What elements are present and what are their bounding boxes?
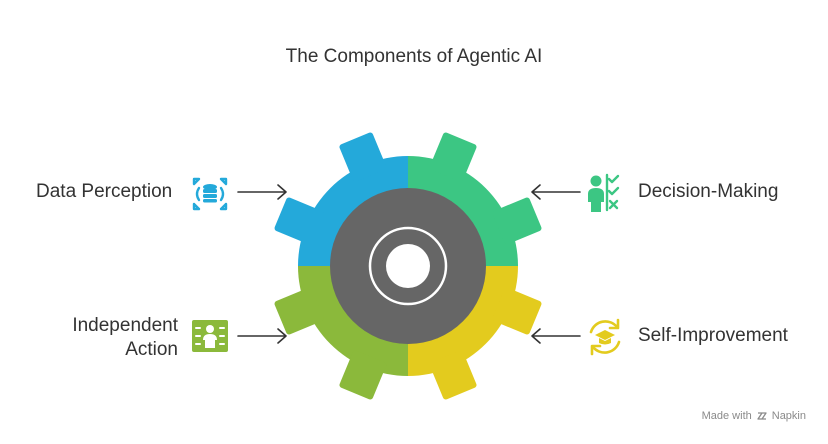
napkin-logo-icon [757, 412, 767, 420]
footer-brand: Napkin [771, 410, 806, 422]
page-title: The Components of Agentic AI [285, 46, 543, 67]
data-perception-icon [192, 177, 228, 211]
label-decision-making: Decision-Making [638, 181, 779, 202]
footer-made-with: Made with [701, 410, 752, 422]
arrow-data-perception [237, 184, 287, 200]
gear-hole [386, 244, 430, 288]
label-independent-action: Independent Action [72, 315, 178, 360]
arrow-self-improvement [531, 328, 581, 344]
independent-action-icon [192, 320, 228, 352]
footer-credit[interactable]: Made with Napkin [702, 410, 806, 422]
label-self-improvement: Self-Improvement [638, 325, 788, 346]
decision-making-icon [588, 173, 620, 212]
arrow-independent-action [237, 328, 287, 344]
gear-diagram [273, 131, 543, 401]
self-improvement-icon [589, 318, 621, 356]
gear-inner-ring [368, 226, 448, 306]
arrow-decision-making [531, 184, 581, 200]
label-data-perception: Data Perception [36, 181, 173, 202]
